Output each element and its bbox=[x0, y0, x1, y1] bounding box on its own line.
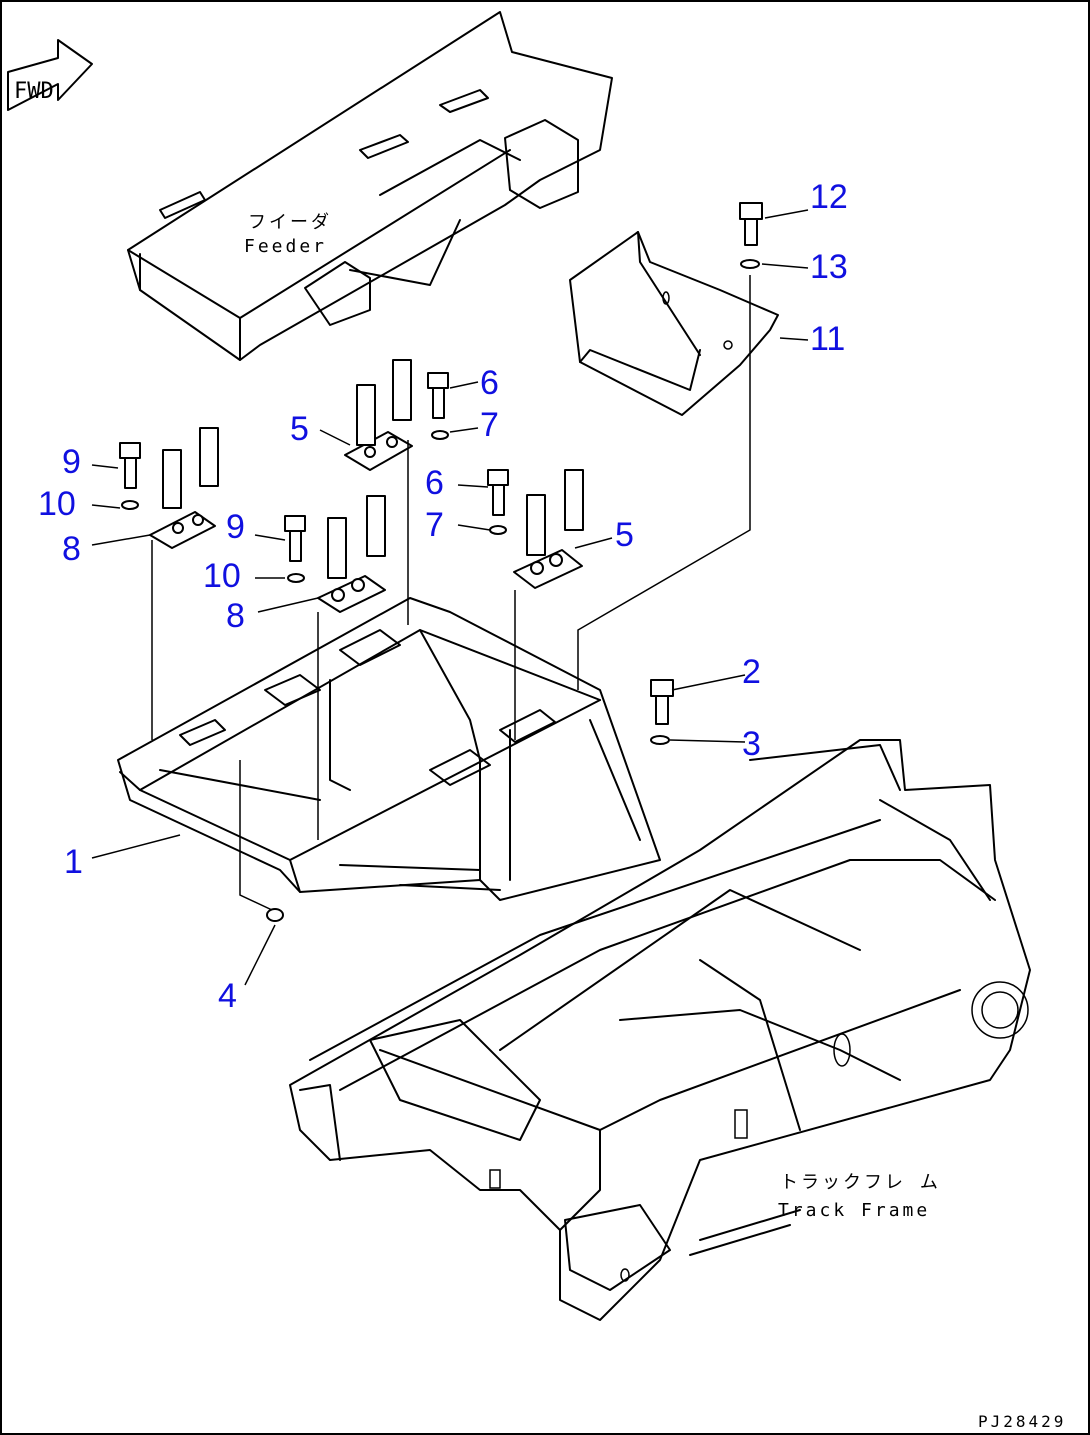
washer-10-upper bbox=[121, 500, 139, 510]
bolt-2 bbox=[650, 679, 674, 725]
callout-8a: 8 bbox=[62, 530, 81, 568]
callout-2: 2 bbox=[742, 653, 761, 691]
cover-part-11 bbox=[569, 231, 779, 416]
callout-9a: 9 bbox=[62, 443, 81, 481]
bolt-9-upper bbox=[119, 442, 141, 489]
callout-12: 12 bbox=[810, 178, 848, 216]
feeder-assembly bbox=[127, 11, 613, 361]
callout-11: 11 bbox=[810, 320, 845, 358]
bolt-9-lower bbox=[284, 515, 306, 562]
callout-6a: 6 bbox=[480, 364, 499, 402]
feeder-en-label: Feeder bbox=[244, 236, 327, 257]
washer-7-upper bbox=[431, 430, 449, 440]
leader-lines bbox=[91, 209, 809, 986]
mount-frame-part-1 bbox=[117, 597, 661, 901]
callout-8b: 8 bbox=[226, 597, 245, 635]
spring-seat-5-upper bbox=[344, 359, 413, 471]
drawing-code: PJ28429 bbox=[978, 1412, 1066, 1431]
callout-10a: 10 bbox=[38, 485, 76, 523]
bolt-6-lower bbox=[487, 469, 509, 516]
fwd-label: FWD bbox=[14, 79, 54, 104]
callout-5b: 5 bbox=[615, 516, 634, 554]
feeder-jp-label: フイーダ bbox=[248, 212, 332, 233]
spring-seat-8-lower bbox=[317, 495, 386, 613]
pin-4 bbox=[266, 908, 284, 922]
track-en-label: Track Frame bbox=[778, 1200, 930, 1221]
washer-13 bbox=[740, 259, 760, 269]
callout-6b: 6 bbox=[425, 464, 444, 502]
callout-1: 1 bbox=[64, 843, 83, 881]
track-frame bbox=[289, 739, 1031, 1321]
callout-13: 13 bbox=[810, 248, 848, 286]
callout-10b: 10 bbox=[203, 557, 241, 595]
callout-7b: 7 bbox=[425, 506, 444, 544]
callout-4: 4 bbox=[218, 977, 237, 1015]
washer-3 bbox=[650, 735, 670, 745]
track-jp-label: トラックフレ ム bbox=[780, 1172, 941, 1193]
washer-7-lower bbox=[489, 525, 507, 535]
spring-seat-8-upper bbox=[149, 427, 219, 549]
bolt-6-upper bbox=[427, 372, 449, 419]
bolt-12 bbox=[739, 202, 763, 246]
callout-3: 3 bbox=[742, 725, 761, 763]
callout-5a: 5 bbox=[290, 410, 309, 448]
callout-7a: 7 bbox=[480, 406, 499, 444]
callout-9b: 9 bbox=[226, 508, 245, 546]
washer-10-lower bbox=[287, 573, 305, 583]
spring-seat-5-lower bbox=[513, 469, 584, 589]
fwd-arrow-icon: FWD bbox=[7, 39, 93, 111]
